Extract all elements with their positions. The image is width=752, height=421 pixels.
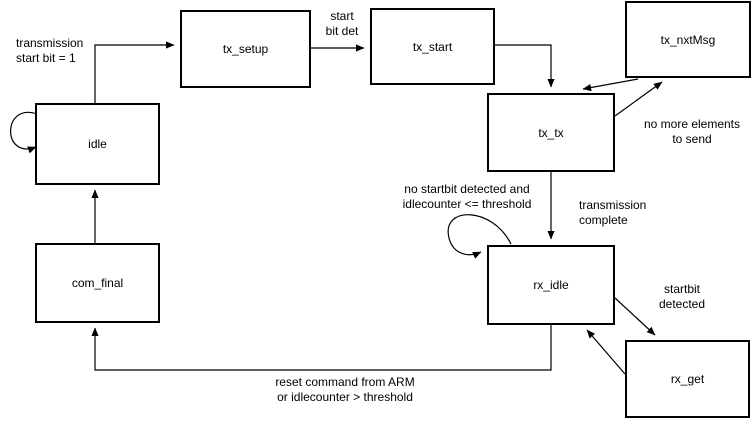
state-tx-setup: tx_setup bbox=[180, 10, 311, 88]
label-line: start bbox=[330, 9, 354, 23]
label-line: start bit = 1 bbox=[16, 51, 76, 65]
state-tx-setup-label: tx_setup bbox=[222, 42, 269, 56]
label-line: bit det bbox=[325, 24, 359, 38]
label-line: reset command from ARM bbox=[275, 375, 415, 389]
edge-rx-idle-to-rx-get bbox=[614, 297, 656, 336]
state-tx-start-label: tx_start bbox=[412, 39, 453, 54]
state-com-final: com_final bbox=[35, 243, 160, 323]
label-start-bit-det: start bit det bbox=[314, 9, 370, 39]
edge-rx-idle-self-loop bbox=[447, 214, 512, 259]
edge-tx-nxtmsg-to-tx-tx bbox=[582, 78, 639, 92]
label-line: no more elements bbox=[643, 117, 741, 131]
state-rx-get-label: rx_get bbox=[670, 372, 705, 386]
label-line: complete bbox=[579, 213, 628, 227]
state-tx-start: tx_start bbox=[370, 8, 495, 85]
label-transmission-start: transmission start bit = 1 bbox=[16, 36, 111, 66]
edge-rx-idle-to-com-final bbox=[91, 325, 552, 371]
state-com-final-label: com_final bbox=[71, 276, 124, 290]
label-line: detected bbox=[658, 297, 706, 311]
state-tx-nxtmsg-label: tx_nxtMsg bbox=[660, 32, 716, 47]
label-line: startbit bbox=[663, 282, 700, 296]
state-idle: idle bbox=[35, 103, 160, 185]
label-line: no startbit detected and bbox=[404, 182, 530, 196]
state-tx-tx-label: tx_tx bbox=[538, 125, 564, 140]
label-line: or idlecounter > threshold bbox=[277, 390, 413, 404]
label-line: idlecounter <= threshold bbox=[402, 197, 532, 211]
label-line: transmission bbox=[579, 198, 647, 212]
label-line: transmission bbox=[16, 36, 84, 50]
edge-rx-get-to-rx-idle bbox=[586, 329, 626, 375]
label-no-startbit: no startbit detected and idlecounter <= … bbox=[388, 182, 546, 212]
edge-tx-start-to-tx-tx bbox=[495, 44, 555, 88]
state-tx-nxtmsg: tx_nxtMsg bbox=[625, 1, 751, 78]
label-line: to send bbox=[672, 132, 712, 146]
state-rx-idle: rx_idle bbox=[487, 245, 615, 325]
state-rx-idle-label: rx_idle bbox=[533, 278, 569, 292]
state-idle-label: idle bbox=[88, 137, 107, 151]
label-no-more-elements: no more elements to send bbox=[636, 117, 748, 147]
label-transmission-complete: transmission complete bbox=[579, 198, 669, 228]
label-reset-command: reset command from ARM or idlecounter > … bbox=[250, 375, 440, 405]
edge-idle-to-tx-setup bbox=[94, 41, 175, 103]
label-startbit-detected: startbit detected bbox=[650, 282, 714, 312]
edge-idle-self-loop bbox=[10, 111, 38, 154]
state-tx-tx: tx_tx bbox=[487, 93, 615, 172]
state-rx-get: rx_get bbox=[625, 340, 750, 418]
edge-tx-tx-to-tx-nxtmsg bbox=[614, 81, 663, 117]
